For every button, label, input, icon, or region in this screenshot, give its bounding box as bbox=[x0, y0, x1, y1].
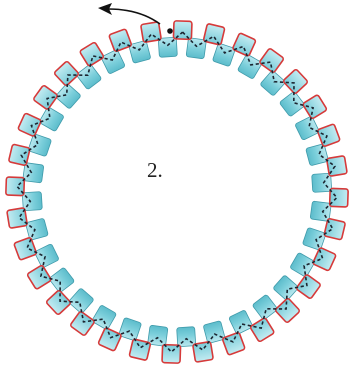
outer-bead bbox=[46, 290, 71, 315]
outer-bead bbox=[98, 327, 122, 351]
inner-bead bbox=[49, 267, 75, 293]
inner-bead bbox=[237, 54, 262, 79]
inner-bead bbox=[302, 227, 326, 250]
outer-bead bbox=[259, 48, 284, 73]
outer-bead bbox=[27, 265, 52, 290]
outer-bead bbox=[232, 33, 256, 57]
outer-bead bbox=[18, 113, 42, 137]
thread-start-dot-icon bbox=[167, 28, 173, 34]
outer-bead bbox=[312, 247, 336, 271]
outer-bead bbox=[330, 188, 349, 207]
inner-bead bbox=[177, 327, 196, 347]
outer-bead bbox=[129, 339, 151, 361]
outer-bead bbox=[109, 29, 132, 52]
outer-bead bbox=[173, 21, 192, 40]
inner-bead bbox=[76, 64, 102, 90]
inner-bead bbox=[101, 49, 126, 74]
outer-bead bbox=[8, 144, 30, 166]
outer-bead bbox=[14, 237, 37, 260]
outer-bead-row bbox=[6, 21, 348, 363]
outer-bead bbox=[6, 177, 25, 196]
inner-bead bbox=[229, 310, 254, 335]
inner-bead bbox=[92, 305, 117, 330]
inner-bead bbox=[212, 43, 235, 67]
outer-bead bbox=[54, 61, 79, 86]
inner-bead bbox=[295, 116, 320, 141]
outer-bead bbox=[250, 317, 275, 342]
outer-bead bbox=[283, 69, 308, 94]
thread-needle-arrow-icon bbox=[98, 3, 160, 24]
outer-bead bbox=[275, 298, 300, 323]
inner-bead bbox=[28, 134, 52, 157]
inner-bead bbox=[119, 317, 142, 341]
outer-bead bbox=[203, 23, 225, 45]
step-number-label: 2. bbox=[147, 158, 163, 183]
outer-bead bbox=[317, 124, 340, 147]
outer-bead bbox=[70, 311, 95, 336]
outer-bead bbox=[222, 332, 245, 355]
inner-bead bbox=[260, 70, 286, 96]
outer-bead bbox=[324, 218, 346, 240]
outer-bead bbox=[162, 345, 181, 364]
inner-bead bbox=[34, 244, 59, 269]
inner-bead bbox=[290, 252, 315, 277]
inner-bead bbox=[39, 107, 64, 132]
outer-bead bbox=[79, 42, 104, 67]
outer-bead bbox=[296, 274, 321, 299]
inner-bead bbox=[22, 192, 42, 211]
